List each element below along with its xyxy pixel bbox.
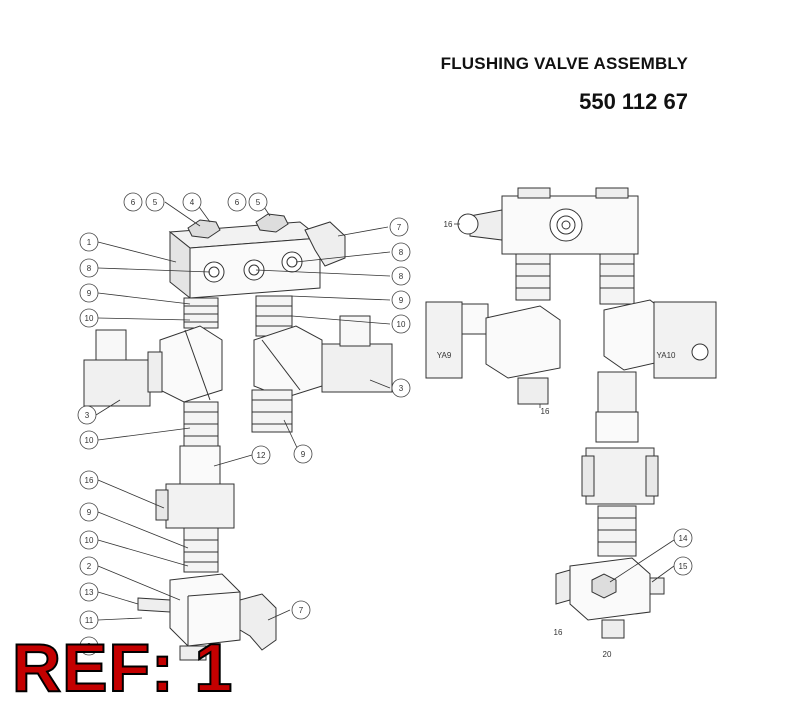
callout-9a: 9: [87, 289, 92, 298]
callout-9d: 9: [87, 508, 92, 517]
callout-10d: 10: [85, 536, 94, 545]
callout-8c: 8: [399, 272, 404, 281]
left-second-valve: [251, 295, 393, 433]
callout-9e: 9: [87, 642, 92, 651]
callout-numbers: 6 5 4 6 5 7 1 8 8 8 9 9 10 10 3 3 10 12 …: [85, 198, 688, 659]
label-ya9: YA9: [437, 351, 452, 360]
callout-9b: 9: [399, 296, 404, 305]
ref-label: REF: 1: [11, 630, 234, 706]
callout-13: 13: [85, 588, 94, 597]
callout-16a: 16: [85, 476, 94, 485]
part-number: 550 112 67: [579, 89, 688, 114]
right-label-16-mid: 16: [541, 407, 550, 416]
callout-15: 15: [679, 562, 688, 571]
right-label-16-top: 16: [444, 220, 453, 229]
right-manifold-block: [457, 187, 639, 255]
callout-9c: 9: [301, 450, 306, 459]
callout-11: 11: [85, 616, 94, 625]
callout-3b: 3: [399, 384, 404, 393]
callout-1: 1: [87, 238, 92, 247]
left-manifold-block: [168, 213, 346, 300]
callout-5b: 5: [256, 198, 261, 207]
callout-balloons: [77, 192, 693, 656]
callout-6b: 6: [235, 198, 240, 207]
leader-lines: [95, 201, 675, 621]
right-valve-columns: [425, 253, 717, 639]
callout-10b: 10: [397, 320, 406, 329]
callout-10c: 10: [85, 436, 94, 445]
left-valve-stack: [83, 297, 277, 661]
callout-14: 14: [679, 534, 688, 543]
right-label-20: 20: [603, 650, 612, 659]
callout-5a: 5: [153, 198, 158, 207]
callout-10a: 10: [85, 314, 94, 323]
drawing-title: FLUSHING VALVE ASSEMBLY: [440, 54, 688, 73]
callout-4: 4: [190, 198, 195, 207]
callout-8b: 8: [399, 248, 404, 257]
label-ya10: YA10: [657, 351, 677, 360]
callout-12: 12: [257, 451, 266, 460]
callout-7a: 7: [397, 223, 402, 232]
right-label-16-bottom: 16: [554, 628, 563, 637]
callout-3a: 3: [85, 411, 90, 420]
callout-8a: 8: [87, 264, 92, 273]
callout-6a: 6: [131, 198, 136, 207]
callout-7b: 7: [299, 606, 304, 615]
callout-2: 2: [87, 562, 92, 571]
